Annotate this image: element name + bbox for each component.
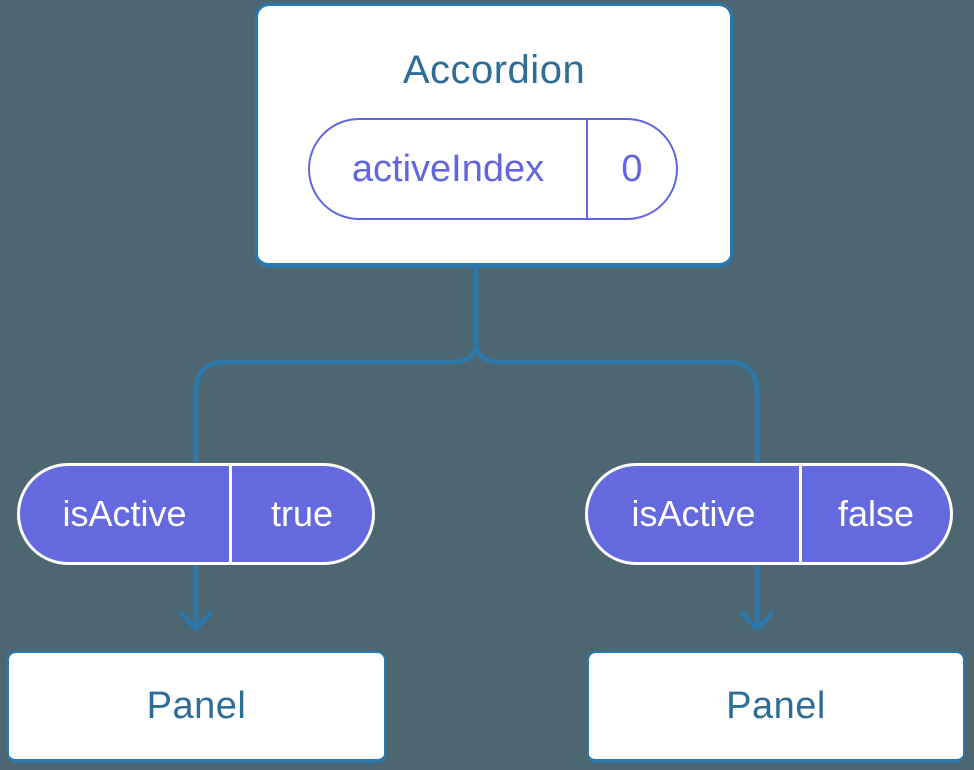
- connector-line-right: [473, 266, 760, 629]
- prop-pill-isactive-true: isActive true: [17, 463, 375, 565]
- state-pill-name: activeIndex: [310, 120, 588, 218]
- prop-pill-name: isActive: [20, 466, 232, 562]
- panel-component-card-right: Panel: [587, 651, 965, 763]
- prop-pill-name: isActive: [588, 466, 802, 562]
- prop-pill-value: true: [270, 493, 334, 534]
- panel-title: Panel: [146, 684, 247, 727]
- accordion-title: Accordion: [402, 48, 586, 92]
- prop-pill-isactive-false: isActive false: [585, 463, 953, 565]
- panel-title: Panel: [726, 684, 826, 727]
- panel-component-card-left: Panel: [7, 651, 386, 763]
- connector-line-left: [193, 266, 479, 629]
- down-arrowhead-right-icon: [739, 610, 775, 632]
- prop-pill-value: false: [837, 493, 915, 534]
- down-arrowhead-left-icon: [178, 610, 214, 632]
- state-pill-value: 0: [621, 147, 643, 190]
- state-pill-activeindex: activeIndex 0: [308, 118, 678, 220]
